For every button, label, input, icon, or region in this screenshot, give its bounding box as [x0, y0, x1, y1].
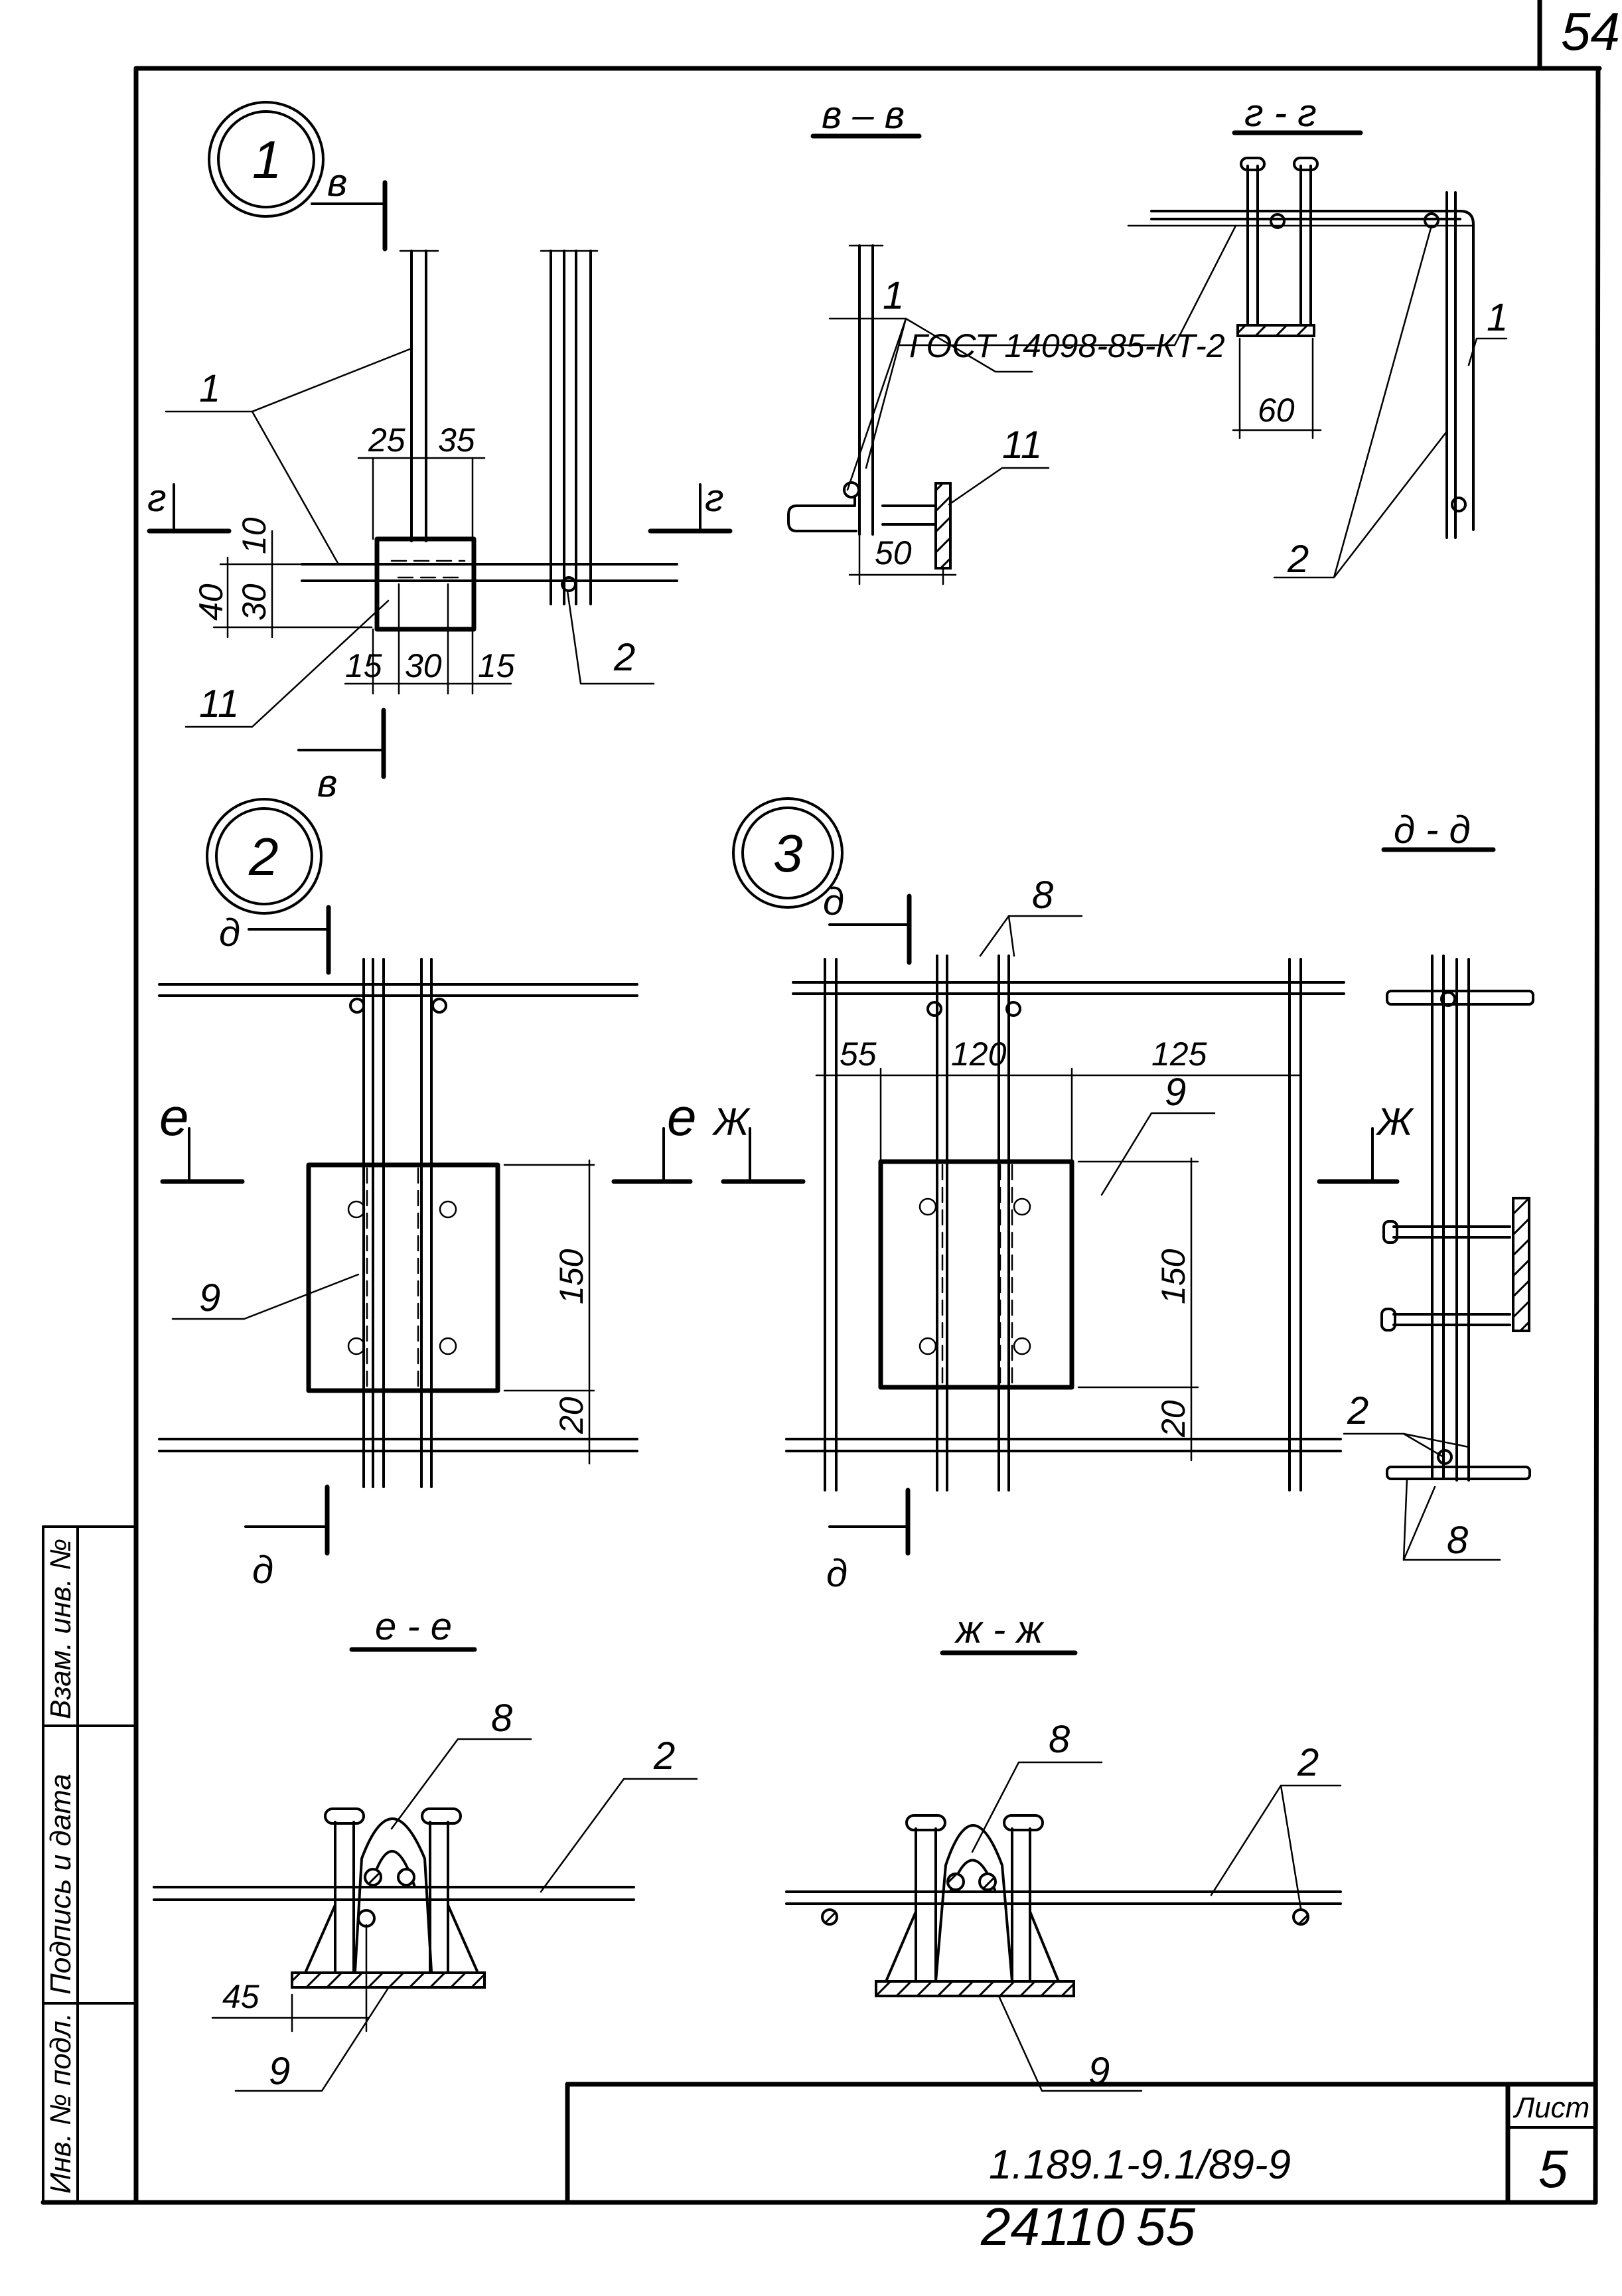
- title-block: [565, 2082, 1598, 2205]
- stamp-signature-date: Подпись и дата: [44, 1774, 77, 1995]
- dim-20-node3: 20: [1155, 1400, 1192, 1438]
- section-v-v: [787, 133, 1050, 585]
- section-mark-g-left: г: [147, 477, 167, 520]
- sheet-frame: [40, 0, 1602, 2205]
- dim-15-right: 15: [478, 647, 515, 684]
- pos-9-label-ee: 9: [269, 2050, 290, 2093]
- section-mark-d-bottom-node2: д: [252, 1549, 273, 1592]
- pos-2-label-gg: 2: [1287, 538, 1309, 581]
- pos-8-label-node3: 8: [1032, 874, 1053, 917]
- gost-note: ГОСТ 14098-85-КТ-2: [909, 327, 1225, 364]
- section-mark-d-top-node3: д: [823, 880, 844, 923]
- archive-number: 24110: [980, 2197, 1125, 2256]
- pos-1-label-gg: 1: [1487, 296, 1508, 339]
- dim-35: 35: [438, 421, 475, 459]
- pos-8-label-zhzh: 8: [1049, 1718, 1070, 1761]
- stamp-replaced-inv: Взам. инв. №: [44, 1539, 77, 1719]
- section-mark-v-top: в: [327, 161, 347, 204]
- section-d-d: [1343, 847, 1534, 1561]
- section-g-g: [898, 130, 1508, 579]
- pos-11-label: 11: [199, 682, 239, 726]
- section-title-v-v: в – в: [822, 94, 905, 137]
- dim-55: 55: [840, 1035, 877, 1073]
- node-1-view: [147, 101, 733, 779]
- section-mark-v-bottom: в: [317, 762, 337, 805]
- document-code: 1.189.1-9.1/89-9: [989, 2142, 1291, 2188]
- dim-125: 125: [1151, 1035, 1207, 1073]
- dim-60: 60: [1258, 392, 1295, 429]
- pos-2-label: 2: [613, 636, 635, 679]
- sheet-number: 5: [1538, 2139, 1568, 2198]
- dim-150-node2: 150: [553, 1249, 590, 1304]
- section-title-d-d: д - д: [1394, 808, 1471, 852]
- pos-2-label-zhzh: 2: [1297, 1741, 1319, 1784]
- archive-page: 55: [1136, 2197, 1195, 2256]
- section-title-e-e: е - е: [375, 1605, 452, 1648]
- section-mark-g-right: г: [705, 477, 724, 520]
- node-3-number: 3: [773, 824, 803, 883]
- section-zh-zh: [785, 1650, 1342, 2092]
- dim-10: 10: [236, 517, 273, 554]
- page-number-top: 54: [1561, 2, 1620, 61]
- pos-1-label-vv: 1: [883, 274, 904, 317]
- section-mark-e-right: е: [667, 1087, 697, 1146]
- dim-30-vertical: 30: [236, 583, 273, 621]
- node-2-view: [158, 798, 693, 1556]
- section-mark-zh-right: Ж: [1375, 1101, 1415, 1144]
- dim-40: 40: [192, 583, 230, 621]
- dim-25: 25: [368, 421, 406, 459]
- section-title-g-g: г - г: [1244, 92, 1317, 135]
- pos-2-label-ee: 2: [653, 1734, 675, 1778]
- sheet-label: Лист: [1512, 2092, 1589, 2124]
- pos-2-label-dd: 2: [1347, 1389, 1368, 1432]
- dim-150-node3: 150: [1155, 1249, 1192, 1304]
- pos-8-label-dd: 8: [1447, 1519, 1468, 1562]
- stamp-column: [42, 1525, 137, 2204]
- section-mark-e-left: е: [159, 1087, 189, 1146]
- pos-9-label-node2: 9: [199, 1276, 220, 1320]
- section-title-zh-zh: ж - ж: [954, 1608, 1044, 1651]
- node-2-number: 2: [248, 827, 279, 886]
- pos-9-label-node3: 9: [1165, 1071, 1186, 1114]
- section-e-e: [153, 1647, 698, 2092]
- node-1-number: 1: [252, 130, 282, 189]
- section-mark-d-bottom-node3: д: [826, 1552, 848, 1595]
- dim-20-node2: 20: [553, 1397, 590, 1434]
- pos-11-label-vv: 11: [1002, 423, 1042, 467]
- dim-30-horizontal: 30: [405, 647, 442, 684]
- dim-45: 45: [222, 1978, 259, 2015]
- dim-120: 120: [951, 1035, 1007, 1073]
- node-3-view: [721, 797, 1400, 1556]
- section-mark-zh-left: Ж: [711, 1101, 751, 1144]
- pos-8-label-ee: 8: [491, 1697, 512, 1740]
- pos-9-label-zhzh: 9: [1088, 2050, 1110, 2093]
- stamp-inv-orig: Инв. № подл.: [44, 2013, 77, 2194]
- dim-15-left: 15: [345, 647, 382, 684]
- dim-50: 50: [875, 534, 912, 572]
- pos-1-label: 1: [199, 367, 220, 410]
- section-mark-d-top-node2: д: [219, 911, 240, 955]
